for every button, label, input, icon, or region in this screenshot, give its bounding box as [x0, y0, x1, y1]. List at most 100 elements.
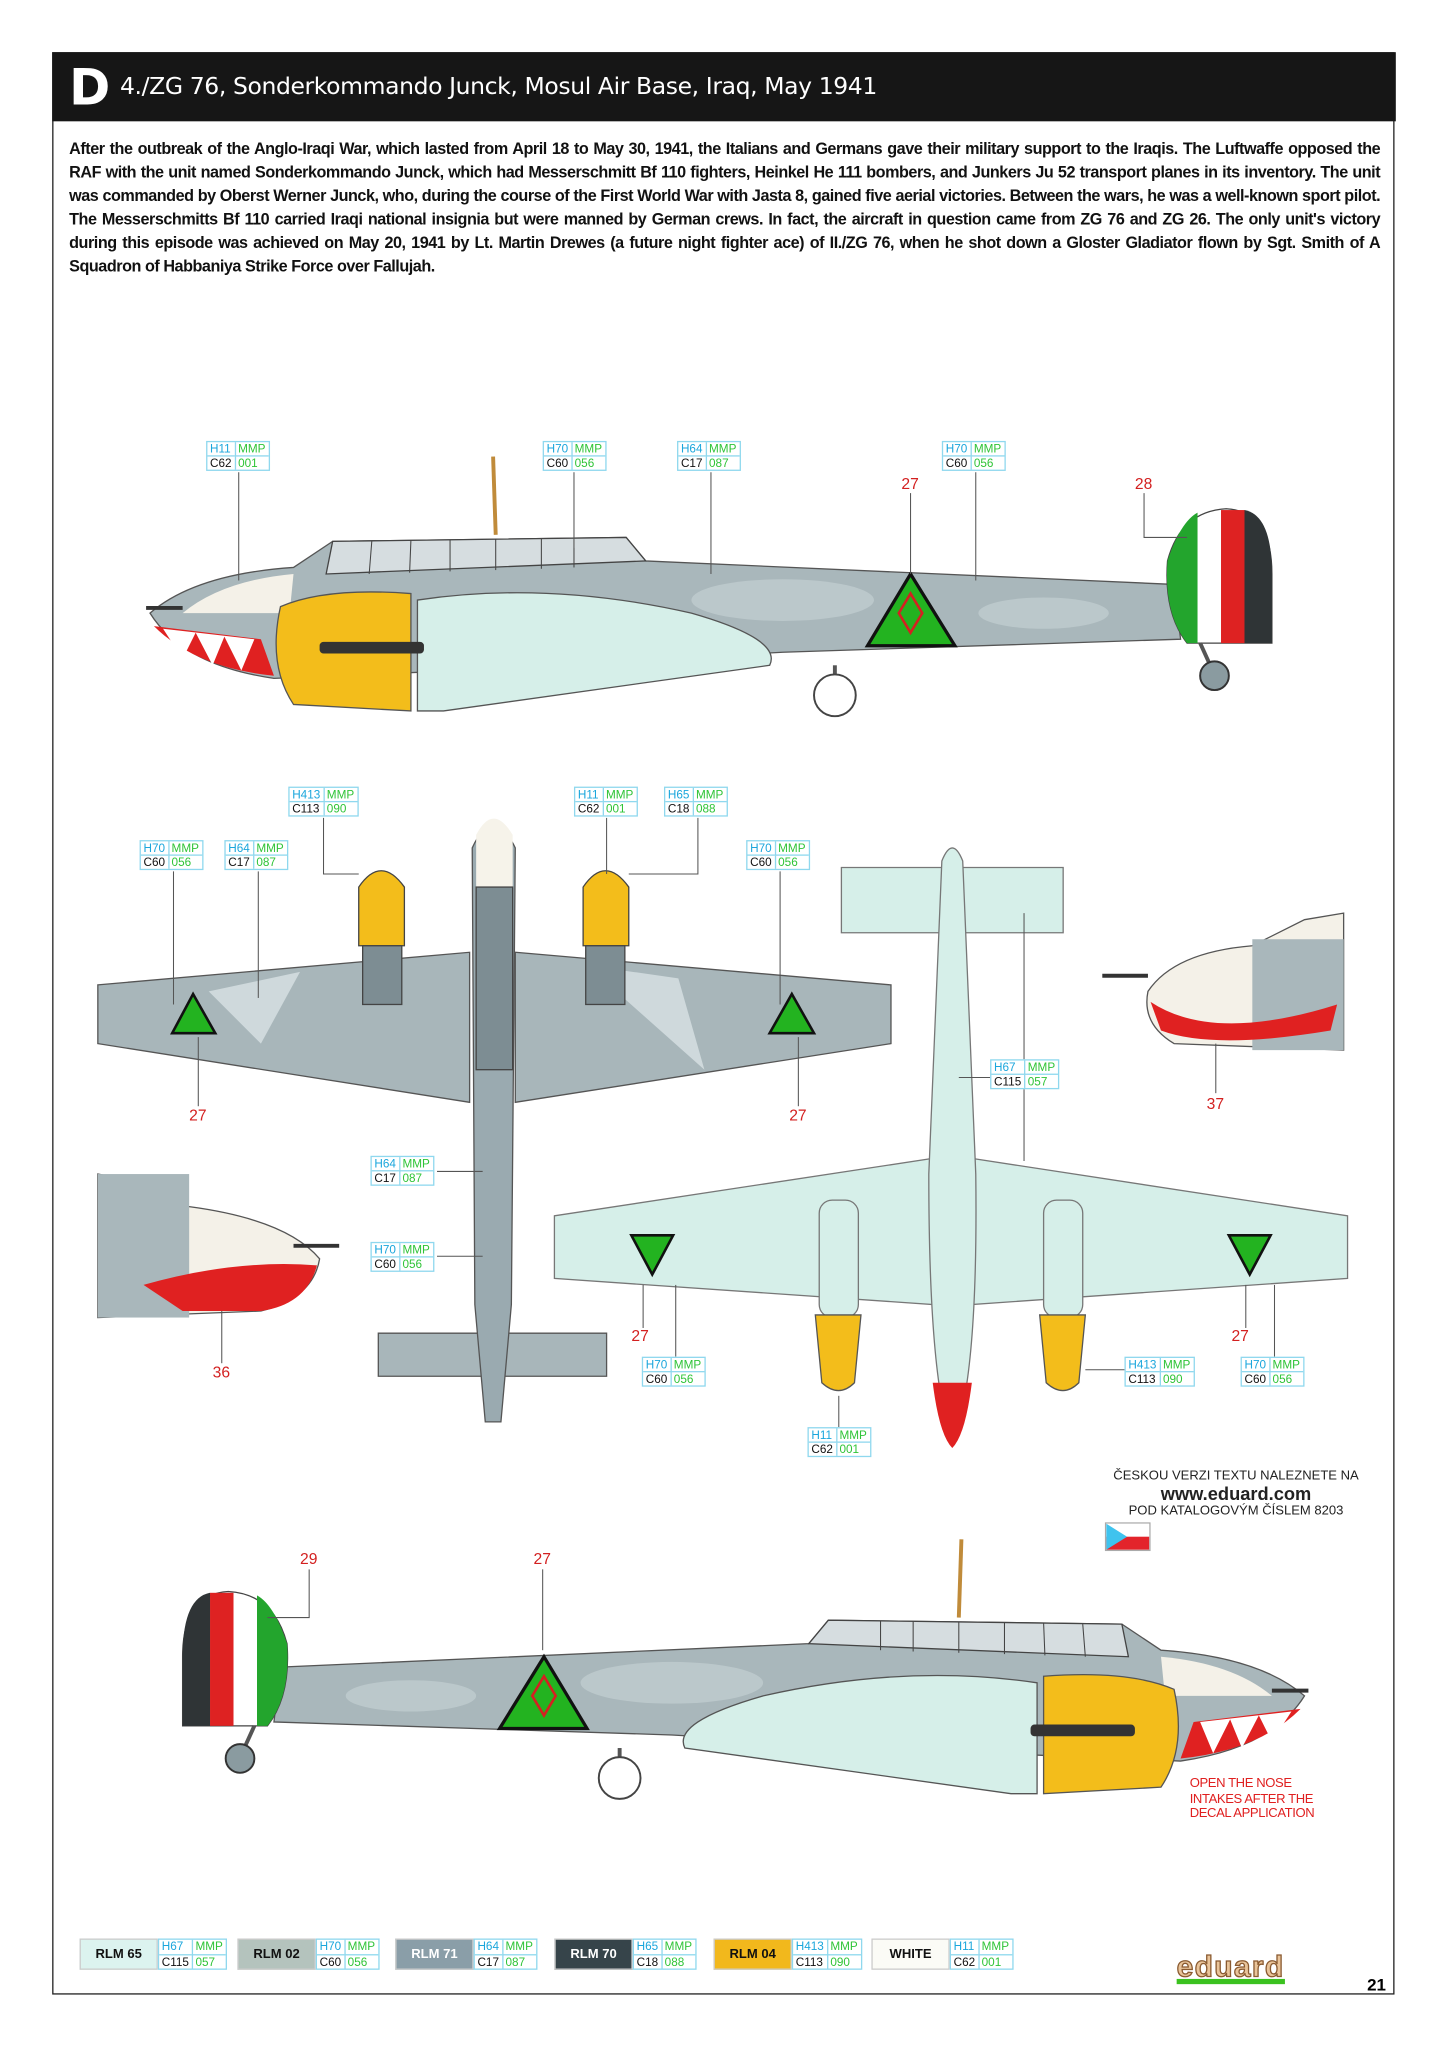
side-view-right	[180, 1537, 1311, 1801]
nose-detail-left	[97, 1173, 340, 1319]
callout-code: H11	[950, 1940, 978, 1955]
callout-code: 090	[322, 802, 357, 816]
callout-code: MMP	[234, 442, 269, 457]
header-bar: D 4./ZG 76, Sonderkommando Junck, Mosul …	[52, 52, 1396, 122]
nose-detail-right	[1102, 912, 1345, 1051]
callout-code: MMP	[835, 1428, 870, 1443]
nose-intakes-note: OPEN THE NOSE INTAKES AFTER THE DECAL AP…	[1190, 1777, 1315, 1822]
callout-code: 001	[835, 1442, 870, 1456]
callout-code: 087	[501, 1954, 536, 1969]
callout-code: C17	[228, 855, 250, 869]
history-text: After the outbreak of the Anglo-Iraqi Wa…	[69, 139, 1381, 276]
decal-number: 28	[1134, 474, 1153, 494]
color-swatch: RLM 70	[554, 1938, 633, 1970]
callout-code: 001	[602, 802, 636, 816]
decal-number: 27	[533, 1549, 551, 1569]
callout-code: 056	[669, 1372, 704, 1386]
top-view	[97, 818, 892, 1423]
callout-code: 087	[398, 1171, 433, 1185]
callout-code: C18	[636, 1954, 659, 1968]
callout-code: 056	[343, 1954, 378, 1969]
callout-code: C113	[1128, 1372, 1156, 1386]
page-title: 4./ZG 76, Sonderkommando Junck, Mosul Ai…	[120, 73, 877, 101]
callout-code: H11	[207, 442, 235, 457]
callout-code: C60	[319, 1954, 342, 1968]
callout-code: C62	[210, 456, 232, 470]
callout-code: 056	[1268, 1372, 1303, 1386]
callout-code: MMP	[1268, 1357, 1303, 1373]
callout-code: MMP	[398, 1243, 433, 1258]
callout-code: MMP	[669, 1357, 704, 1373]
callout-code: MMP	[602, 787, 636, 803]
callout-code: MMP	[252, 841, 287, 856]
callout-code: C18	[667, 802, 690, 816]
callout-code: H70	[371, 1243, 399, 1258]
note-line: OPEN THE NOSE	[1189, 1776, 1292, 1792]
eduard-logo: eduard	[1176, 1948, 1285, 1985]
callout-code: MMP	[343, 1939, 378, 1955]
note-line: INTAKES AFTER THE	[1189, 1791, 1314, 1807]
callout-code: H70	[543, 442, 571, 457]
callout-code: MMP	[692, 787, 726, 803]
callout-code: 090	[1159, 1372, 1193, 1386]
callout-code: MMP	[501, 1939, 536, 1955]
decal-number: 27	[631, 1326, 649, 1345]
page-number: 21	[1367, 1975, 1386, 1995]
callout-code: C60	[945, 456, 968, 470]
callout-code: H64	[678, 442, 706, 457]
callout-code: MMP	[977, 1939, 1012, 1955]
callout-code: 056	[570, 456, 605, 470]
profile-letter: D	[69, 58, 111, 117]
callout-code: MMP	[398, 1157, 433, 1172]
callout-code: H64	[225, 841, 253, 856]
color-swatch: RLM 04	[713, 1938, 792, 1970]
decal-number: 36	[212, 1363, 231, 1382]
callout-code: C60	[143, 855, 166, 869]
callout-code: C60	[546, 456, 569, 470]
callout-code: C60	[645, 1372, 668, 1386]
callout-code: MMP	[774, 841, 809, 856]
callout-code: C17	[374, 1171, 396, 1185]
callout-code: H413	[289, 788, 323, 803]
bottom-view	[553, 847, 1349, 1448]
decal-number: 27	[1231, 1326, 1249, 1345]
website-link[interactable]: www.eduard.com	[1160, 1483, 1312, 1505]
callout-code: C62	[577, 802, 600, 816]
callout-code: C62	[953, 1954, 976, 1968]
callout-code: C60	[374, 1257, 396, 1271]
callout-code: C115	[994, 1074, 1022, 1088]
callout-code: MMP	[705, 442, 740, 457]
callout-code: C115	[161, 1954, 189, 1968]
callout-code: H64	[371, 1157, 399, 1172]
callout-code: 056	[969, 456, 1004, 470]
czech-note-line2: POD KATALOGOVÝM ČÍSLEM 8203	[1128, 1504, 1344, 1519]
callout-code: 056	[774, 855, 808, 869]
callout-code: 057	[1023, 1074, 1058, 1088]
czech-version-note: ČESKOU VERZI TEXTU NALEZNETE NA www.edua…	[1102, 1469, 1369, 1520]
czech-note-line1: ČESKOU VERZI TEXTU NALEZNETE NA	[1113, 1468, 1359, 1484]
color-swatch: RLM 65	[79, 1938, 158, 1970]
callout-code: 090	[826, 1954, 860, 1969]
callout-code: C17	[680, 456, 703, 470]
callout-code: C60	[1244, 1372, 1267, 1386]
callout-code: H67	[991, 1061, 1024, 1075]
czech-flag-icon	[1104, 1522, 1151, 1552]
